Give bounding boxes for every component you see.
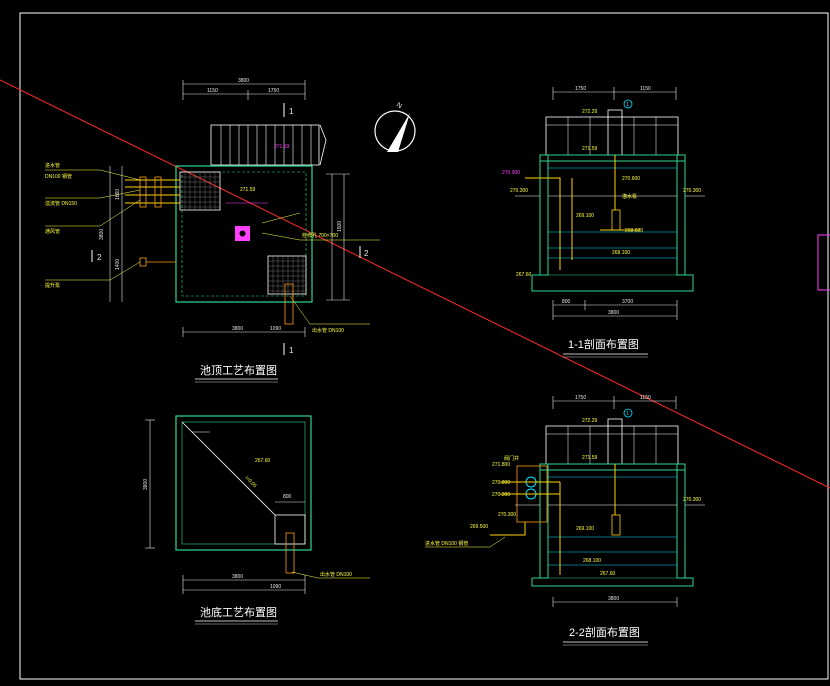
plan-top-drawing: 3800 1150 1750 1 271.59 <box>45 78 380 383</box>
section-22-elev-ground-l: 270.300 <box>498 512 516 518</box>
section-22-note-pipe: 进水管 DN100 钢管 <box>425 540 468 547</box>
plan-top-section-mark-left: 2 <box>97 253 102 262</box>
plan-bottom-slope: i=0.05 <box>244 475 258 489</box>
section-11-dim-top-a: 1750 <box>575 86 586 92</box>
section-11-elev-ground-r: 270.300 <box>683 188 701 194</box>
section-22-elev-inlet-a: 271.800 <box>492 462 510 468</box>
plan-top-note-out: 出水管 DN100 <box>312 327 344 334</box>
drawing-frame <box>19 12 829 680</box>
section-11-elev-low: 268.600 <box>625 228 643 234</box>
plan-top-dim-side-b: 1400 <box>115 259 121 270</box>
plan-top-note-drain: 溢流管 DN150 <box>45 200 77 207</box>
section-1-1-drawing: 1750 1150 1 272.29 271.59 <box>502 86 705 358</box>
plan-top-dim-side-a: 1860 <box>115 189 121 200</box>
section-11-elev-ground-l: 270.300 <box>510 188 528 194</box>
plan-top-note-pump: 提升泵 <box>45 282 60 289</box>
section-22-elev-out: 269.500 <box>470 524 488 530</box>
plan-top-section-mark-right: 2 <box>364 249 369 258</box>
section-11-elev-high: 270.600 <box>622 176 640 182</box>
plan-top-dim-bottom-right: 1090 <box>270 326 281 332</box>
plan-top-dim-left: 1150 <box>207 88 218 94</box>
plan-top-dim-side-total: 3800 <box>99 229 105 240</box>
section-22-elev-mid: 269.100 <box>576 526 594 532</box>
plan-bottom-note-out: 出水管 DN100 <box>320 571 352 578</box>
section-22-elev-floor: 267.60 <box>600 571 616 577</box>
plan-top-dim-right: 1750 <box>268 88 279 94</box>
plan-bottom-dim-bottom-right: 1090 <box>270 584 281 590</box>
section-11-dim-bottom-b: 3700 <box>622 299 633 305</box>
section-11-elev-slab: 271.59 <box>582 146 598 152</box>
section-11-dim-bottom-a: 800 <box>562 299 571 305</box>
plan-bottom-title: 池底工艺布置图 <box>200 605 277 619</box>
section-11-dim-top-b: 1150 <box>640 86 651 92</box>
section-11-marker: 1 <box>626 102 629 108</box>
north-arrow-label: N <box>395 102 403 111</box>
red-reference-line <box>0 79 830 489</box>
plan-top-elev-top: 271.59 <box>274 144 290 150</box>
plan-top-elev-mid: 271.59 <box>240 187 256 193</box>
section-11-note-equipment: 潜水泵 <box>622 193 637 200</box>
section-2-2-drawing: 1750 1150 1 272.29 271.59 <box>425 395 705 646</box>
section-22-elev-slab: 271.59 <box>582 455 598 461</box>
plan-top-dim-inner: 1500 <box>337 221 343 232</box>
plan-top-note-pipe-1: 进水管 <box>45 162 60 169</box>
section-22-dim-top-a: 1750 <box>575 395 586 401</box>
section-11-title: 1-1剖面布置图 <box>568 337 639 351</box>
plan-top-note-pipe-2: DN100 钢管 <box>45 173 72 180</box>
viewport-marker <box>817 234 830 291</box>
plan-top-note-hatch: 检修孔 700×700 <box>302 232 338 239</box>
section-11-elev-min: 268.100 <box>612 250 630 256</box>
plan-bottom-dim-bottom: 3800 <box>232 574 243 580</box>
section-22-dim-bottom: 3800 <box>608 596 619 602</box>
plan-bottom-dim-side: 3800 <box>143 479 149 490</box>
section-22-note-valve: 阀门井 <box>504 455 519 462</box>
section-11-elev-inlet: 270.900 <box>502 170 520 176</box>
section-11-elev-cover: 272.29 <box>582 109 598 115</box>
section-22-dim-top-b: 1150 <box>640 395 651 401</box>
section-11-elev-mid: 269.100 <box>576 213 594 219</box>
section-11-elev-floor: 267.60 <box>516 272 532 278</box>
plan-top-dim-overall: 3800 <box>238 78 249 84</box>
section-22-elev-pipe: 270.300 <box>492 492 510 498</box>
plan-top-note-vent: 通风管 <box>45 228 60 235</box>
section-22-elev-low: 268.100 <box>583 558 601 564</box>
north-arrow: N <box>374 102 416 152</box>
plan-top-title: 池顶工艺布置图 <box>200 364 277 377</box>
section-22-marker: 1 <box>626 411 629 417</box>
section-22-elev-cover: 272.29 <box>582 418 598 424</box>
plan-top-section-mark-bottom: 1 <box>289 346 294 355</box>
section-22-title: 2-2剖面布置图 <box>569 625 640 639</box>
plan-bottom-dim-sump: 800 <box>283 494 292 500</box>
plan-bottom-drawing: 267.60 i=0.05 800 出水管 DN100 3800 3800 10… <box>143 415 370 625</box>
section-22-elev-inlet-b: 270.800 <box>492 480 510 486</box>
plan-bottom-elev-floor: 267.60 <box>255 458 271 464</box>
plan-top-section-mark-top: 1 <box>289 107 294 116</box>
section-22-elev-ground-r: 270.300 <box>683 497 701 503</box>
plan-top-dim-bottom: 3800 <box>232 326 243 332</box>
section-11-dim-bottom: 3800 <box>608 310 619 316</box>
